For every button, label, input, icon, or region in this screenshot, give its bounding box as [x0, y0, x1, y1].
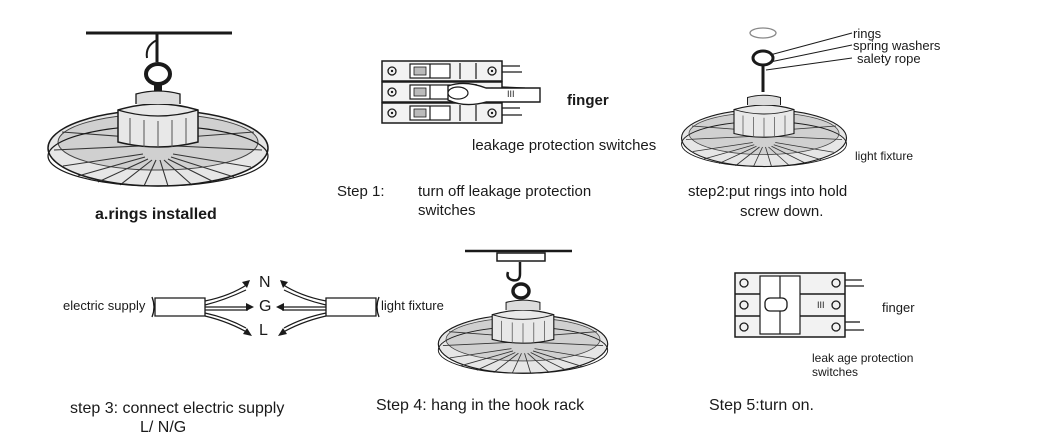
label-safety-rope: salety rope [857, 51, 921, 66]
step1-switch-label: leakage protection switches [472, 137, 657, 154]
step5-mark: III [817, 300, 825, 310]
lamp-with-rings [47, 31, 269, 187]
caption-rings-installed: a.rings installed [95, 206, 217, 223]
step5-finger-label: finger [882, 300, 915, 315]
step1-text-line2: switches [418, 202, 476, 219]
lamp-hanging-on-hook [437, 249, 609, 374]
label-neutral: N [259, 274, 271, 291]
label-electric-supply: electric supply [63, 298, 146, 313]
label-ground: G [259, 298, 272, 315]
step1-number: Step 1: [337, 183, 385, 200]
step5-text: Step 5:turn on. [709, 397, 814, 414]
step3-light-fixture-label: light fixture [381, 298, 444, 313]
label-live: L [259, 322, 268, 339]
lamp-mounting-detail [680, 27, 853, 168]
wiring-diagram [151, 280, 380, 336]
step2-text-line1: step2:put rings into hold [688, 183, 848, 200]
breaker-panel-on [734, 272, 864, 338]
step2-text-line2: screw down. [740, 203, 824, 220]
step5-switch-label-line2: switches [812, 365, 859, 379]
step1-finger-label: finger [567, 92, 609, 109]
step3-text-line1: step 3: connect electric supply [70, 400, 285, 417]
step1-text-line1: turn off leakage protection [418, 183, 592, 200]
step2-light-fixture-label: light fixture [855, 149, 914, 163]
breaker-panel-off [381, 60, 541, 124]
step4-text: Step 4: hang in the hook rack [376, 397, 585, 414]
label-spring-washers: spring washers [853, 38, 941, 53]
step1-mark: III [507, 89, 515, 99]
label-rings: rings [853, 26, 882, 41]
step5-switch-label-line1: leak age protection [812, 351, 914, 365]
step3-text-line2: L/ N/G [140, 419, 187, 436]
